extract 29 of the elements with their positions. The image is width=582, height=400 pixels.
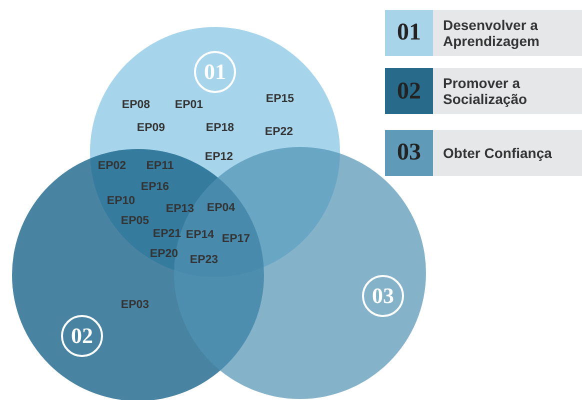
ep-code: EP04	[206, 202, 236, 214]
circle-number: 01	[194, 51, 236, 93]
ep-code: EP15	[266, 93, 294, 105]
legend-number: 01	[397, 20, 421, 46]
ep-code: EP01	[174, 99, 204, 111]
ep-code: EP18	[206, 122, 234, 134]
ep-code: EP03	[120, 299, 150, 311]
ep-code: EP09	[136, 122, 166, 134]
ep-code: EP12	[204, 151, 234, 163]
ep-code: EP23	[190, 254, 218, 266]
legend-text: Desenvolver a Aprendizagem	[433, 10, 582, 56]
ep-code: EP11	[146, 160, 174, 172]
ep-code: EP13	[166, 203, 194, 215]
ep-code: EP05	[120, 215, 150, 227]
legend-text: Promover a Socialização	[433, 68, 582, 114]
ep-code: EP02	[98, 160, 126, 172]
circle-number: 03	[362, 275, 404, 317]
ep-code: EP14	[186, 229, 214, 241]
ep-code: EP17	[222, 233, 250, 245]
ep-code: EP08	[122, 99, 150, 111]
ep-code: EP22	[264, 126, 294, 138]
ep-code: EP10	[106, 195, 136, 207]
legend-number: 02	[397, 78, 421, 106]
legend-text: Obter Confiança	[433, 130, 582, 176]
circle-number: 02	[61, 315, 103, 357]
ep-code: EP16	[140, 181, 170, 193]
ep-code: EP21	[152, 228, 182, 240]
legend-number: 03	[397, 140, 421, 166]
ep-code: EP20	[150, 248, 178, 260]
